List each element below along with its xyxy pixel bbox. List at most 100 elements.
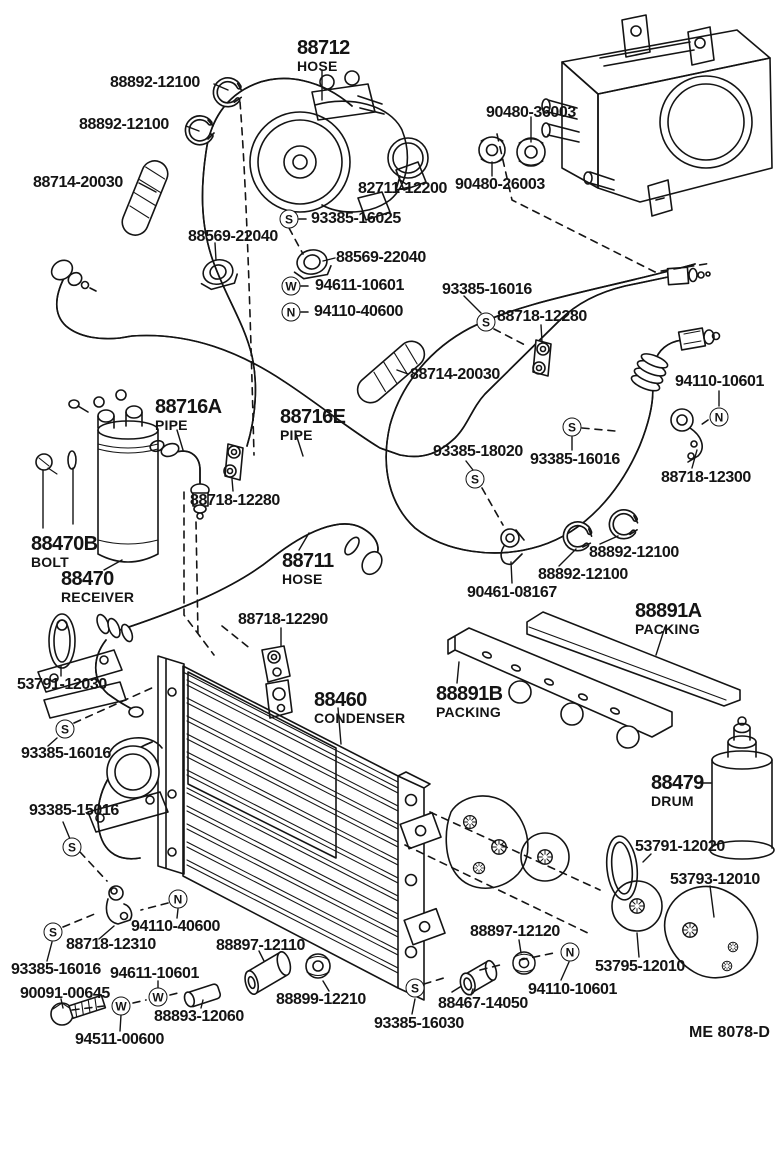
bracket-88718-12300: [670, 408, 703, 463]
pipe-fitting-top-left: [50, 259, 97, 292]
part-name: CONDENSER: [314, 710, 406, 726]
part-label-93385-16016: 93385-16016: [11, 962, 101, 978]
part-label-90480-36003: 90480-36003: [486, 105, 576, 121]
part-label-53795-12010: 53795-12010: [595, 959, 685, 975]
fastener-symbol-S: S: [465, 469, 485, 489]
part-number: 90480-26003: [455, 176, 545, 193]
part-label-88897-12110: 88897-12110: [216, 938, 305, 954]
small-hardware-drawing: [50, 885, 536, 1026]
part-label-94611-10601: 94611-10601: [315, 278, 404, 294]
part-number: 88718-12280: [190, 492, 280, 509]
part-number: 88716E: [280, 406, 346, 428]
part-label-88899-12210: 88899-12210: [276, 992, 366, 1008]
part-name: PACKING: [436, 704, 501, 720]
part-label-94110-40600: 94110-40600: [131, 919, 220, 935]
condenser-drawing: [157, 655, 446, 1001]
part-number: 88892-12100: [79, 116, 169, 133]
part-number: 93385-16016: [21, 745, 111, 762]
part-label-88892-12100: 88892-12100: [589, 545, 679, 561]
part-number: 90091-00645: [20, 985, 110, 1002]
part-name: HOSE: [297, 58, 338, 74]
part-number: 82711-12200: [358, 180, 448, 197]
fastener-symbol-S: S: [43, 922, 63, 942]
part-number: 93385-16016: [442, 281, 532, 298]
part-label-88714-20030: 88714-20030: [410, 367, 500, 383]
packing-88891a: [526, 611, 741, 707]
part-label-93385-16016: 93385-16016: [442, 282, 532, 298]
part-number: 90461-08167: [467, 584, 557, 601]
part-number: 88892-12100: [110, 74, 200, 91]
insulator-tube-1: [121, 160, 169, 236]
part-label-94611-10601: 94611-10601: [110, 966, 199, 982]
part-number: 88569-22040: [336, 249, 426, 266]
part-number: 88718-12310: [66, 936, 156, 953]
part-name: DRUM: [651, 793, 694, 809]
part-label-88569-22040: 88569-22040: [336, 250, 426, 266]
part-number: 94511-00600: [75, 1031, 165, 1048]
part-label-93385-15016: 93385-15016: [29, 803, 119, 819]
suction-hose-fitting: [630, 327, 721, 392]
part-label-90461-08167: 90461-08167: [467, 585, 557, 601]
part-label-53793-12010: 53793-12010: [670, 872, 760, 888]
part-label-90480-26003: 90480-26003: [455, 177, 545, 193]
part-label-94110-40600: 94110-40600: [314, 304, 403, 320]
clamp-90461-08167: [500, 528, 525, 566]
part-label-88718-12310: 88718-12310: [66, 937, 156, 953]
part-number: 88897-12120: [470, 923, 560, 940]
bracket-88718-12280-right: [532, 339, 552, 377]
part-number: 88460: [314, 689, 367, 711]
part-number: 94110-10601: [528, 981, 618, 998]
part-label-88718-12290: 88718-12290: [238, 612, 328, 628]
part-number: 93385-15016: [29, 802, 119, 819]
part-name: RECEIVER: [61, 589, 135, 605]
pipe-fitting-right-end: [666, 266, 711, 286]
part-number: 93385-16016: [530, 451, 620, 468]
fastener-symbol-N: N: [168, 889, 188, 909]
part-label-94110-10601: 94110-10601: [675, 374, 764, 390]
part-label-88714-20030: 88714-20030: [33, 175, 123, 191]
fastener-symbol-W: W: [281, 276, 301, 296]
part-number: 53795-12010: [595, 958, 685, 975]
part-number: 88893-12060: [154, 1008, 244, 1025]
part-label-94511-00600: 94511-00600: [75, 1032, 164, 1048]
fastener-symbol-S: S: [279, 209, 299, 229]
part-label-93385-18020: 93385-18020: [433, 444, 523, 460]
part-number: 88467-14050: [438, 995, 528, 1012]
part-label-88892-12100: 88892-12100: [110, 75, 200, 91]
part-number: 88891B: [436, 683, 503, 705]
part-number: 94110-10601: [675, 373, 765, 390]
part-number: 88711: [282, 550, 334, 572]
part-number: 53793-12010: [670, 871, 760, 888]
part-number: 88470B: [31, 533, 98, 555]
cooling-unit-drawing: [541, 14, 773, 217]
drum-drawing: [709, 716, 775, 860]
part-number: 93385-16030: [374, 1015, 464, 1032]
part-label-88569-22040: 88569-22040: [188, 229, 278, 245]
fastener-symbol-N: N: [281, 302, 301, 322]
part-label-93385-16016: 93385-16016: [21, 746, 111, 762]
compressor-drawing: [249, 70, 429, 221]
part-number: 94611-10601: [315, 277, 405, 294]
fastener-symbol-S: S: [562, 417, 582, 437]
bracket-88718-12280-left: [223, 443, 244, 481]
dashed-leader-lines: [62, 101, 713, 1011]
part-number: 53791-12020: [635, 838, 725, 855]
part-label-90091-00645: 90091-00645: [20, 986, 110, 1002]
part-label-88718-12280: 88718-12280: [190, 493, 280, 509]
part-label-88467-14050: 88467-14050: [438, 996, 528, 1012]
fastener-symbol-S: S: [405, 978, 425, 998]
part-label-88718-12280: 88718-12280: [497, 309, 587, 325]
insulator-tube-2: [356, 340, 426, 404]
pipe-88716a-fitting: [149, 439, 210, 520]
part-name: PIPE: [155, 417, 188, 433]
diagram-code: ME 8078-D: [689, 1024, 770, 1041]
